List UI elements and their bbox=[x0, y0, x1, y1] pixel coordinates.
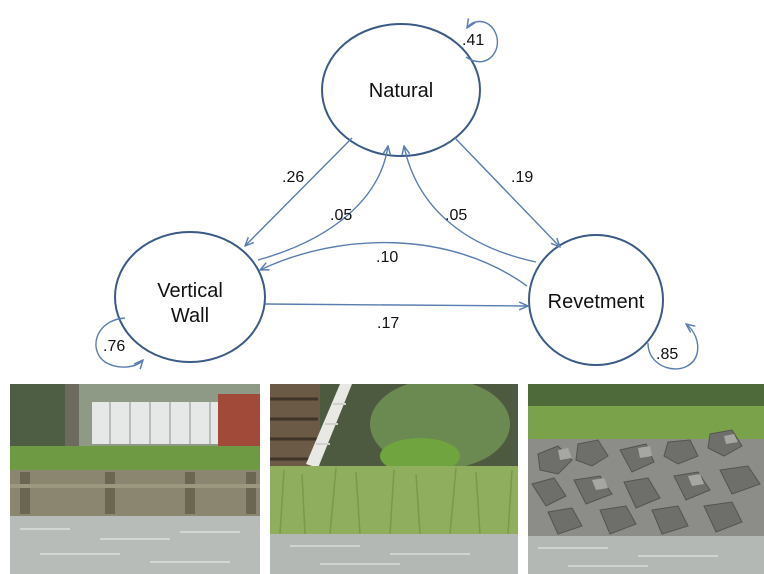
self-loop-revetment bbox=[647, 324, 699, 370]
edge-wall-to-revetment bbox=[264, 304, 528, 306]
self-loop-vertical-wall bbox=[95, 317, 143, 367]
edge-natural-to-wall bbox=[245, 137, 353, 246]
self-loop-natural bbox=[465, 22, 499, 63]
edge-revetment-to-wall-label: .10 bbox=[376, 249, 398, 266]
edge-wall-to-revetment-label: .17 bbox=[377, 315, 399, 332]
self-loop-revetment-label: .85 bbox=[656, 346, 678, 363]
node-revetment: Revetment bbox=[528, 234, 664, 366]
node-natural-label: Natural bbox=[369, 80, 433, 102]
photo-natural bbox=[270, 384, 518, 574]
node-revetment-label: Revetment bbox=[548, 291, 645, 313]
edge-natural-to-revetment bbox=[454, 137, 560, 247]
edge-natural-to-wall-label: .26 bbox=[282, 169, 304, 186]
edge-natural-to-revetment-label: .19 bbox=[511, 169, 533, 186]
transition-diagram: Natural Vertical Wall Revetment .41 .76 … bbox=[95, 0, 699, 370]
photo-vertical-wall bbox=[10, 384, 260, 574]
edge-wall-to-natural-label: .05 bbox=[330, 207, 352, 224]
photo-revetment bbox=[528, 384, 764, 574]
self-loop-natural-label: .41 bbox=[462, 32, 484, 49]
self-loop-vertical-wall-label: .76 bbox=[103, 338, 125, 355]
edge-wall-to-natural bbox=[257, 146, 388, 261]
node-vertical-wall-label-line2: Wall bbox=[171, 305, 209, 327]
edge-revetment-to-natural bbox=[404, 146, 537, 263]
edge-revetment-to-wall bbox=[260, 241, 528, 287]
node-natural: Natural bbox=[321, 23, 481, 157]
node-vertical-wall-label-line1: Vertical bbox=[157, 280, 223, 302]
node-vertical-wall: Vertical Wall bbox=[114, 231, 266, 363]
edge-revetment-to-natural-label: .05 bbox=[445, 207, 467, 224]
